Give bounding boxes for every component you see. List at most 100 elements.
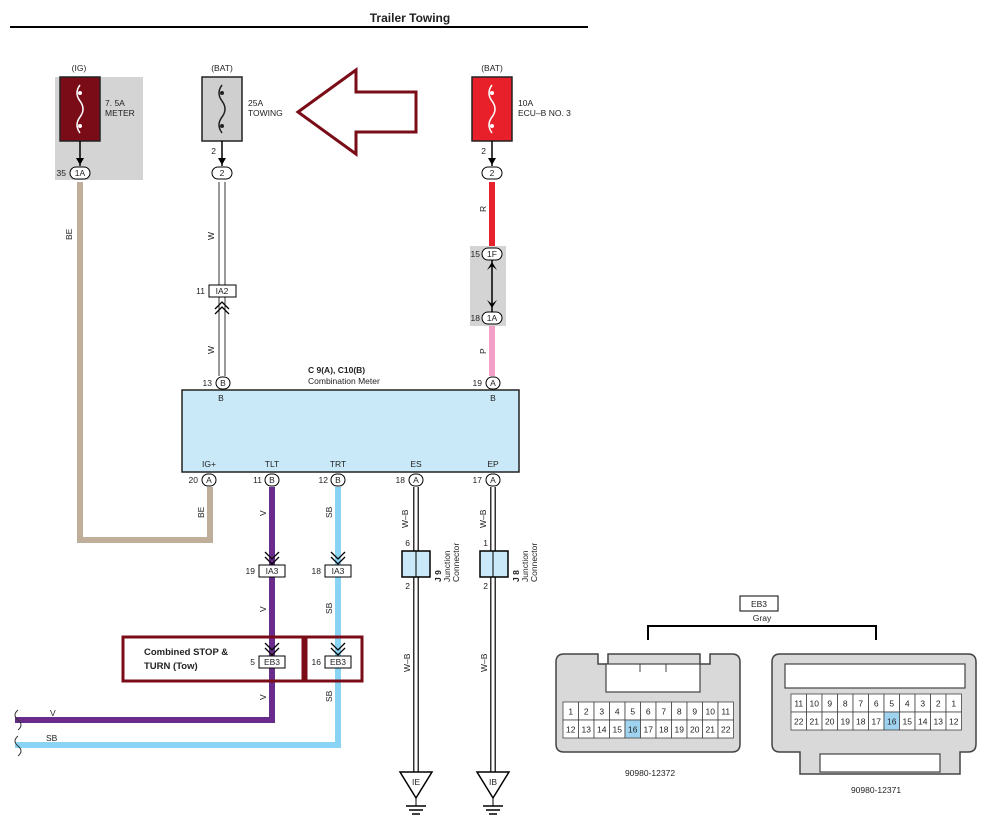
towing-fuse-name: TOWING — [248, 108, 283, 118]
pin-cell-label: 3 — [599, 707, 604, 717]
meter-pin-label: B — [490, 393, 496, 403]
pin-cell-label: 8 — [843, 699, 848, 709]
towing-fuse-source: (BAT) — [211, 63, 233, 73]
fuse-symbol-icon — [76, 84, 84, 134]
pin-number: 2 — [211, 146, 216, 156]
wire-label: W — [206, 232, 216, 240]
connector-chevron-icon — [330, 642, 346, 656]
wire-label: BE — [64, 228, 74, 240]
eb3-bracket — [647, 625, 877, 640]
meter-pin-label: B — [218, 393, 224, 403]
ground-ib-icon — [475, 771, 511, 800]
diagram-title: Trailer Towing — [370, 11, 450, 25]
pin-cell — [945, 711, 962, 731]
junction-label: Connector — [451, 543, 461, 582]
pin-conn-label: A — [490, 475, 496, 485]
combination-meter — [181, 389, 520, 473]
pin-cell-label: 2 — [584, 707, 589, 717]
pin-cell-label: 16 — [628, 725, 638, 735]
wire-label: SB — [46, 733, 58, 743]
pin-cell-label: 9 — [827, 699, 832, 709]
pin-number: 2 — [481, 146, 486, 156]
pin-conn-label: B — [269, 475, 275, 485]
pin-cell-label: 10 — [706, 707, 716, 717]
pin-cell-label: 21 — [706, 725, 716, 735]
pin-number: 20 — [189, 475, 199, 485]
pin-number: 6 — [405, 538, 410, 548]
pin-cell — [717, 719, 734, 739]
pin-number: 18 — [312, 566, 322, 576]
pin-cell-label: 5 — [630, 707, 635, 717]
wire-break-icon — [14, 735, 22, 757]
pin-cell-label: 19 — [841, 717, 851, 727]
pin-cell-label: 17 — [644, 725, 654, 735]
pin-cell-label: 20 — [825, 717, 835, 727]
pin-conn-label: 1A — [75, 168, 86, 178]
eb3-left-part-number: 90980-12372 — [625, 768, 675, 778]
meter-fuse-source: (IG) — [72, 63, 87, 73]
connector-label: IA3 — [332, 566, 345, 576]
eb3-right-key — [819, 753, 941, 773]
connector-chevron-icon — [330, 551, 346, 565]
pin-cell-label: 17 — [872, 717, 882, 727]
pin-cell-label: 13 — [582, 725, 592, 735]
pin-number: 35 — [57, 168, 67, 178]
wire-label: V — [258, 694, 268, 700]
ecub-fuse-source: (BAT) — [481, 63, 503, 73]
pin-number: 12 — [319, 475, 329, 485]
eb3-name: EB3 — [751, 599, 767, 609]
pin-number: 1 — [483, 538, 488, 548]
connector-chevron-icon — [264, 642, 280, 656]
callout-box — [121, 635, 305, 683]
pin-cell-label: 9 — [692, 707, 697, 717]
wire-sb — [15, 487, 341, 748]
pin-cell-label: 11 — [794, 699, 803, 709]
callout-line1: Combined STOP & — [144, 647, 228, 658]
wire-be — [77, 182, 213, 543]
pin-number: 18 — [471, 313, 481, 323]
pin-number: 2 — [483, 581, 488, 591]
junction-label: Junction — [520, 550, 530, 582]
pin-conn-label: A — [413, 475, 419, 485]
pin-cell-label: 11 — [721, 707, 730, 717]
pin-oval — [201, 473, 217, 487]
pin-cell-label: 10 — [810, 699, 820, 709]
pin-cell-label: 19 — [675, 725, 685, 735]
meter-pin-label: TRT — [330, 459, 346, 469]
connector-ia3 — [258, 564, 286, 578]
ground-label: IE — [412, 777, 420, 787]
fuse-symbol-icon — [218, 84, 226, 134]
pin-cell-label: 15 — [903, 717, 913, 727]
meter-fuse-name: METER — [105, 108, 135, 118]
callout-line2: TURN (Tow) — [144, 661, 198, 672]
junction-label: Connector — [529, 543, 539, 582]
eb3-color: Gray — [753, 613, 772, 623]
pin-number: 16 — [312, 657, 322, 667]
pin-cell-label: 6 — [646, 707, 651, 717]
meter-id: C 9(A), C10(B) — [308, 365, 365, 375]
pin-cell-label: 14 — [597, 725, 607, 735]
meter-pin-label: EP — [487, 459, 499, 469]
pin-number: 15 — [471, 249, 481, 259]
wire-break-icon — [14, 709, 22, 731]
meter-fuse-amp: 7. 5A — [105, 98, 125, 108]
junction-id: J 9 — [433, 570, 443, 582]
wire-label: W–B — [478, 509, 488, 528]
meter-name: Combination Meter — [308, 376, 380, 386]
junction-label: Junction — [442, 550, 452, 582]
connector-ia3 — [324, 564, 352, 578]
pin-oval — [481, 311, 503, 325]
pin-conn-label: A — [490, 378, 496, 388]
meter-pin-label: ES — [410, 459, 422, 469]
pin-cell-label: 22 — [794, 717, 804, 727]
connector-label: EB3 — [330, 657, 346, 667]
meter-pin-label: IG+ — [202, 459, 216, 469]
pin-cell-label: 7 — [858, 699, 863, 709]
pin-cell-label: 16 — [887, 717, 897, 727]
wire-v — [15, 487, 275, 723]
pin-cell-label: 1 — [951, 699, 956, 709]
pin-cell-label: 12 — [566, 725, 576, 735]
callout-box-sb — [304, 635, 364, 683]
